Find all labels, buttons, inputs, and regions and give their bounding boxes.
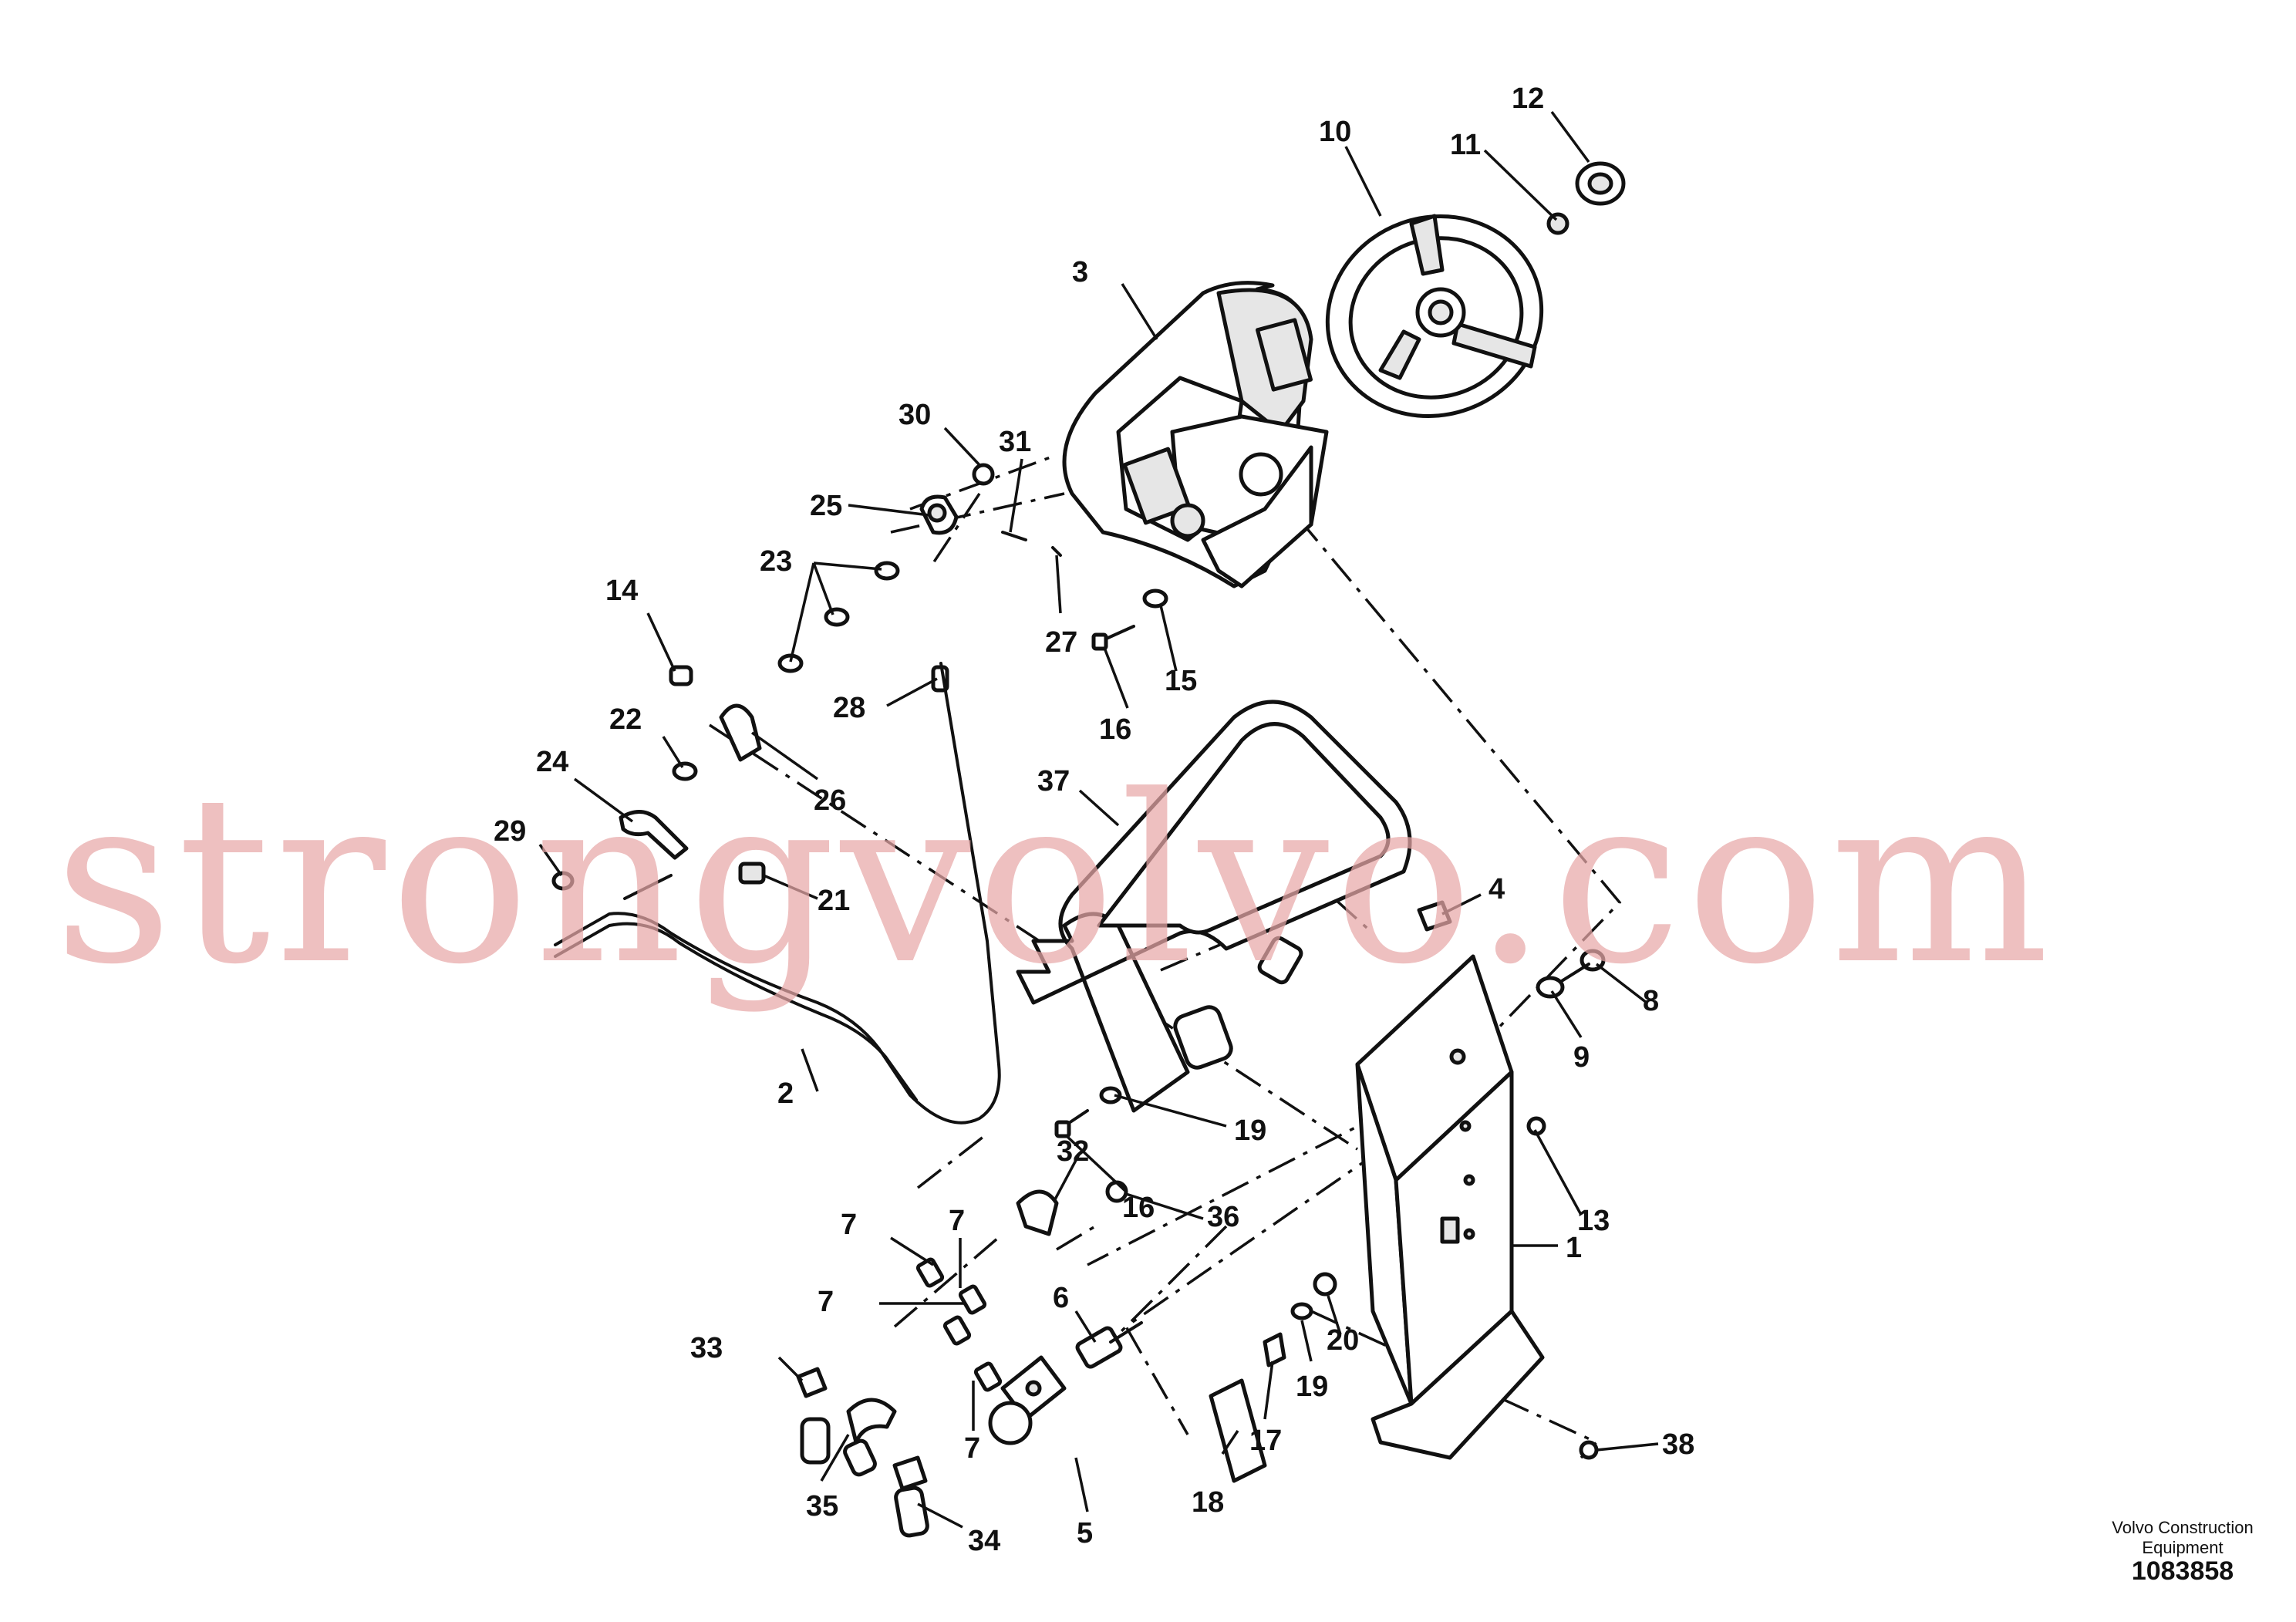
callout-16b: 16 — [1122, 1192, 1155, 1224]
brand-line-2: Equipment — [2142, 1538, 2224, 1557]
callout-21: 21 — [818, 885, 850, 917]
part-19-washer-lower — [1290, 1302, 1313, 1320]
part-21-clip — [738, 862, 766, 885]
callout-32: 32 — [1057, 1135, 1089, 1168]
callout-14: 14 — [605, 575, 638, 607]
callout-26: 26 — [814, 784, 846, 817]
callout-5: 5 — [1077, 1517, 1093, 1549]
part-30-nut — [972, 463, 995, 486]
callout-19a: 19 — [1234, 1114, 1266, 1147]
callout-7a: 7 — [841, 1209, 857, 1241]
callout-34: 34 — [968, 1525, 1000, 1557]
callout-27: 27 — [1045, 626, 1077, 659]
part-35-hose-fitting — [843, 1398, 897, 1477]
callout-35: 35 — [806, 1490, 838, 1523]
part-5-valve — [988, 1355, 1067, 1445]
document-number: 1083858 — [2131, 1556, 2234, 1586]
part-7-fittings — [915, 1257, 1003, 1392]
part-26-bracket — [719, 703, 762, 762]
part-3-dashboard — [1062, 281, 1329, 588]
part-2-throttle-cable — [554, 662, 1001, 1125]
part-11-nut — [1546, 212, 1569, 235]
callout-23: 23 — [760, 545, 792, 578]
part-15-washer — [1142, 588, 1168, 609]
part-34-hose-fitting — [892, 1455, 929, 1538]
part-14-bushing — [669, 665, 693, 686]
watermark-text: strongvolvo.com — [54, 746, 2054, 1015]
part-20-nut — [1313, 1272, 1337, 1297]
part-6-sensor — [1075, 1321, 1143, 1369]
callout-37: 37 — [1037, 765, 1070, 798]
part-23-rings — [777, 561, 900, 673]
callout-38: 38 — [1662, 1428, 1694, 1461]
part-38-screw — [1579, 1440, 1599, 1460]
part-31-pin — [1001, 531, 1027, 541]
part-16-bolt-lower — [1054, 1109, 1089, 1138]
callout-15: 15 — [1165, 665, 1197, 697]
callout-labels: 1 2 3 4 5 6 7 7 7 7 8 9 10 11 12 13 14 1… — [494, 83, 1694, 1557]
callout-29: 29 — [494, 815, 526, 848]
part-9-washer — [1536, 976, 1565, 999]
callout-7d: 7 — [964, 1432, 980, 1465]
callout-8: 8 — [1643, 985, 1659, 1017]
callout-33: 33 — [690, 1332, 723, 1364]
callout-13: 13 — [1577, 1205, 1610, 1237]
callout-6: 6 — [1053, 1282, 1069, 1314]
callout-12: 12 — [1512, 83, 1544, 115]
brand-caption: Volvo Construction Equipment — [2082, 1518, 2283, 1558]
brand-line-1: Volvo Construction — [2112, 1518, 2254, 1537]
part-19-washer-upper — [1099, 1086, 1122, 1104]
part-24-lever — [619, 810, 689, 860]
callout-18: 18 — [1192, 1486, 1224, 1519]
callout-20: 20 — [1327, 1324, 1359, 1357]
part-12-horn-cap — [1575, 161, 1626, 206]
part-25-pivot-plate — [919, 494, 959, 535]
part-37-handle-bar — [1016, 700, 1412, 1113]
part-16-bolt-upper — [1091, 625, 1135, 651]
callout-7b: 7 — [949, 1205, 965, 1237]
callout-36: 36 — [1207, 1201, 1239, 1233]
callout-7c: 7 — [818, 1286, 834, 1318]
callout-3: 3 — [1072, 256, 1088, 288]
part-4-clip — [1417, 900, 1452, 932]
callout-9: 9 — [1573, 1041, 1590, 1074]
part-22-ring — [672, 761, 698, 781]
part-32-elbow — [1016, 1189, 1059, 1236]
callout-25: 25 — [810, 490, 842, 522]
callout-4: 4 — [1489, 873, 1505, 905]
leader-lines — [538, 110, 1659, 1529]
callout-19b: 19 — [1296, 1371, 1328, 1403]
callout-24: 24 — [536, 746, 568, 778]
part-10-steering-wheel — [1325, 214, 1544, 418]
callout-2: 2 — [777, 1077, 794, 1110]
callout-16a: 16 — [1099, 713, 1131, 746]
part-27-pin — [1051, 546, 1062, 557]
callout-30: 30 — [899, 399, 931, 431]
callout-28: 28 — [833, 692, 865, 724]
part-29-bushing — [551, 871, 575, 891]
part-1-steering-column — [1355, 954, 1545, 1460]
callout-31: 31 — [999, 426, 1031, 458]
callout-22: 22 — [609, 703, 642, 736]
callout-1: 1 — [1566, 1232, 1582, 1264]
callout-17: 17 — [1249, 1425, 1282, 1457]
callout-10: 10 — [1319, 116, 1351, 148]
part-17-bracket — [1263, 1332, 1286, 1367]
part-33-hose-fitting — [796, 1367, 831, 1465]
callout-11: 11 — [1450, 129, 1481, 161]
